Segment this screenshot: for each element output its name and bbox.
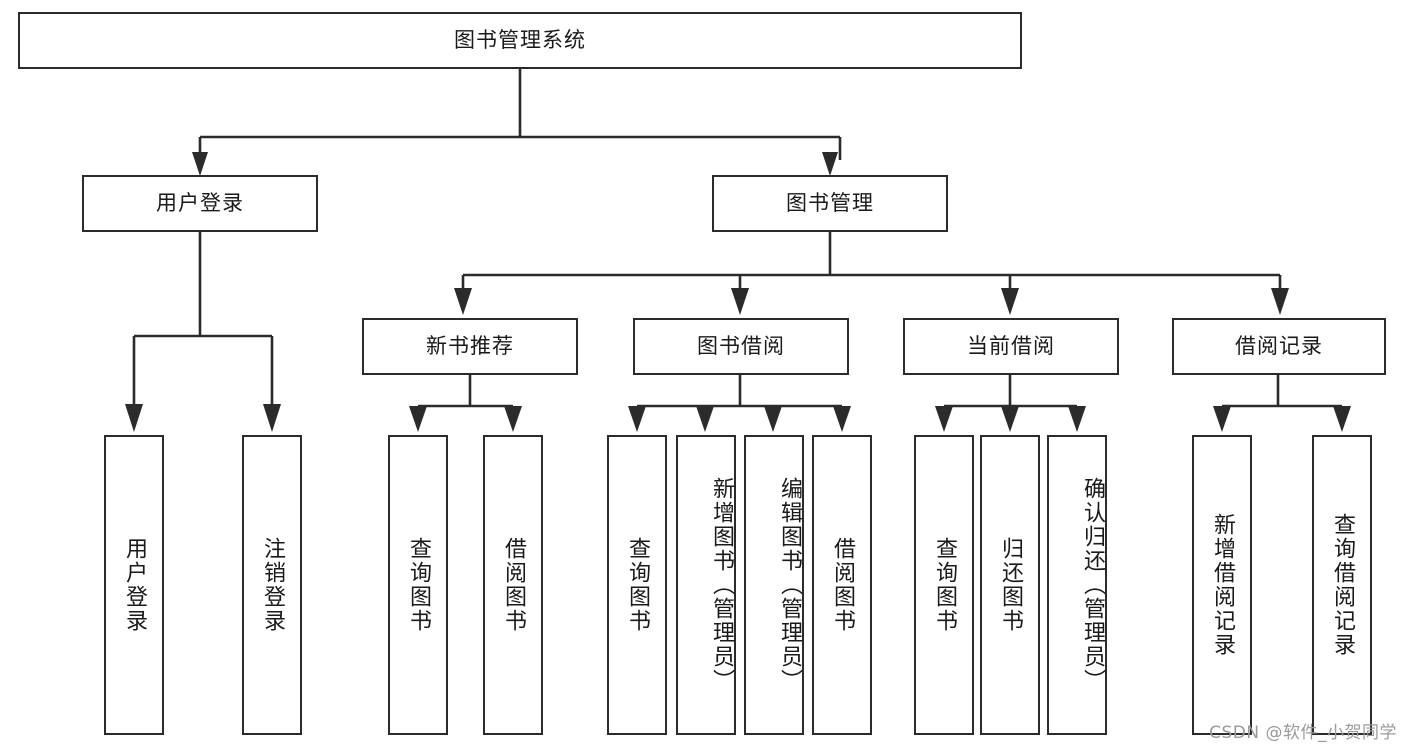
node-leaf-query-book-1[interactable]: 查询图书 bbox=[388, 435, 448, 735]
node-label: 借阅图书 bbox=[500, 537, 526, 633]
node-current-borrow[interactable]: 当前借阅 bbox=[903, 318, 1119, 375]
node-label: 查询借阅记录 bbox=[1329, 513, 1355, 657]
node-leaf-query-book-2[interactable]: 查询图书 bbox=[607, 435, 667, 735]
node-leaf-borrow-book-1[interactable]: 借阅图书 bbox=[483, 435, 543, 735]
node-label: 新增借阅记录 bbox=[1209, 513, 1235, 657]
node-label: 新增图书（管理员） bbox=[709, 477, 734, 693]
connector-userlogin-to-leaves bbox=[125, 232, 281, 432]
node-label: 图书借阅 bbox=[697, 333, 785, 358]
connector-currentborrow-to-leaves bbox=[935, 375, 1086, 432]
node-new-book-rec[interactable]: 新书推荐 bbox=[362, 318, 578, 375]
node-user-login[interactable]: 用户登录 bbox=[82, 175, 318, 232]
node-label: 归还图书 bbox=[997, 537, 1023, 633]
node-borrow-record[interactable]: 借阅记录 bbox=[1172, 318, 1386, 375]
node-label: 用户登录 bbox=[156, 190, 244, 215]
node-label: 注销登录 bbox=[259, 537, 285, 633]
node-label: 当前借阅 bbox=[967, 333, 1055, 358]
node-label: 图书管理 bbox=[786, 190, 874, 215]
node-leaf-query-record[interactable]: 查询借阅记录 bbox=[1312, 435, 1372, 735]
node-label: 确认归还（管理员） bbox=[1080, 477, 1105, 693]
node-label: 新书推荐 bbox=[426, 333, 514, 358]
node-leaf-confirm-return[interactable]: 确认归还（管理员） bbox=[1047, 435, 1107, 735]
connector-bookmanage-to-level3 bbox=[454, 232, 1289, 315]
node-label: 用户登录 bbox=[121, 537, 147, 633]
node-leaf-return-book[interactable]: 归还图书 bbox=[980, 435, 1040, 735]
connector-borrowrecord-to-leaves bbox=[1213, 375, 1351, 432]
node-leaf-add-record[interactable]: 新增借阅记录 bbox=[1192, 435, 1252, 735]
node-label: 查询图书 bbox=[931, 537, 957, 633]
node-label: 借阅记录 bbox=[1235, 333, 1323, 358]
connector-bookborrow-to-leaves bbox=[628, 375, 851, 432]
node-leaf-edit-book[interactable]: 编辑图书（管理员） bbox=[744, 435, 804, 735]
connector-root-to-level2 bbox=[192, 69, 842, 176]
node-label: 查询图书 bbox=[624, 537, 650, 633]
node-leaf-query-book-3[interactable]: 查询图书 bbox=[914, 435, 974, 735]
node-leaf-user-login[interactable]: 用户登录 bbox=[104, 435, 164, 735]
node-book-manage[interactable]: 图书管理 bbox=[712, 175, 948, 232]
node-label: 借阅图书 bbox=[829, 537, 855, 633]
node-label: 查询图书 bbox=[405, 537, 431, 633]
connector-newbook-to-leaves bbox=[409, 375, 522, 432]
node-root-system[interactable]: 图书管理系统 bbox=[18, 12, 1022, 69]
node-book-borrow[interactable]: 图书借阅 bbox=[633, 318, 849, 375]
node-leaf-add-book[interactable]: 新增图书（管理员） bbox=[676, 435, 736, 735]
node-leaf-logout-login[interactable]: 注销登录 bbox=[242, 435, 302, 735]
csdn-watermark: CSDN @软件_小贺同学 bbox=[1209, 723, 1397, 743]
node-leaf-borrow-book-2[interactable]: 借阅图书 bbox=[812, 435, 872, 735]
node-label: 图书管理系统 bbox=[454, 27, 586, 52]
node-label: 编辑图书（管理员） bbox=[777, 477, 802, 693]
